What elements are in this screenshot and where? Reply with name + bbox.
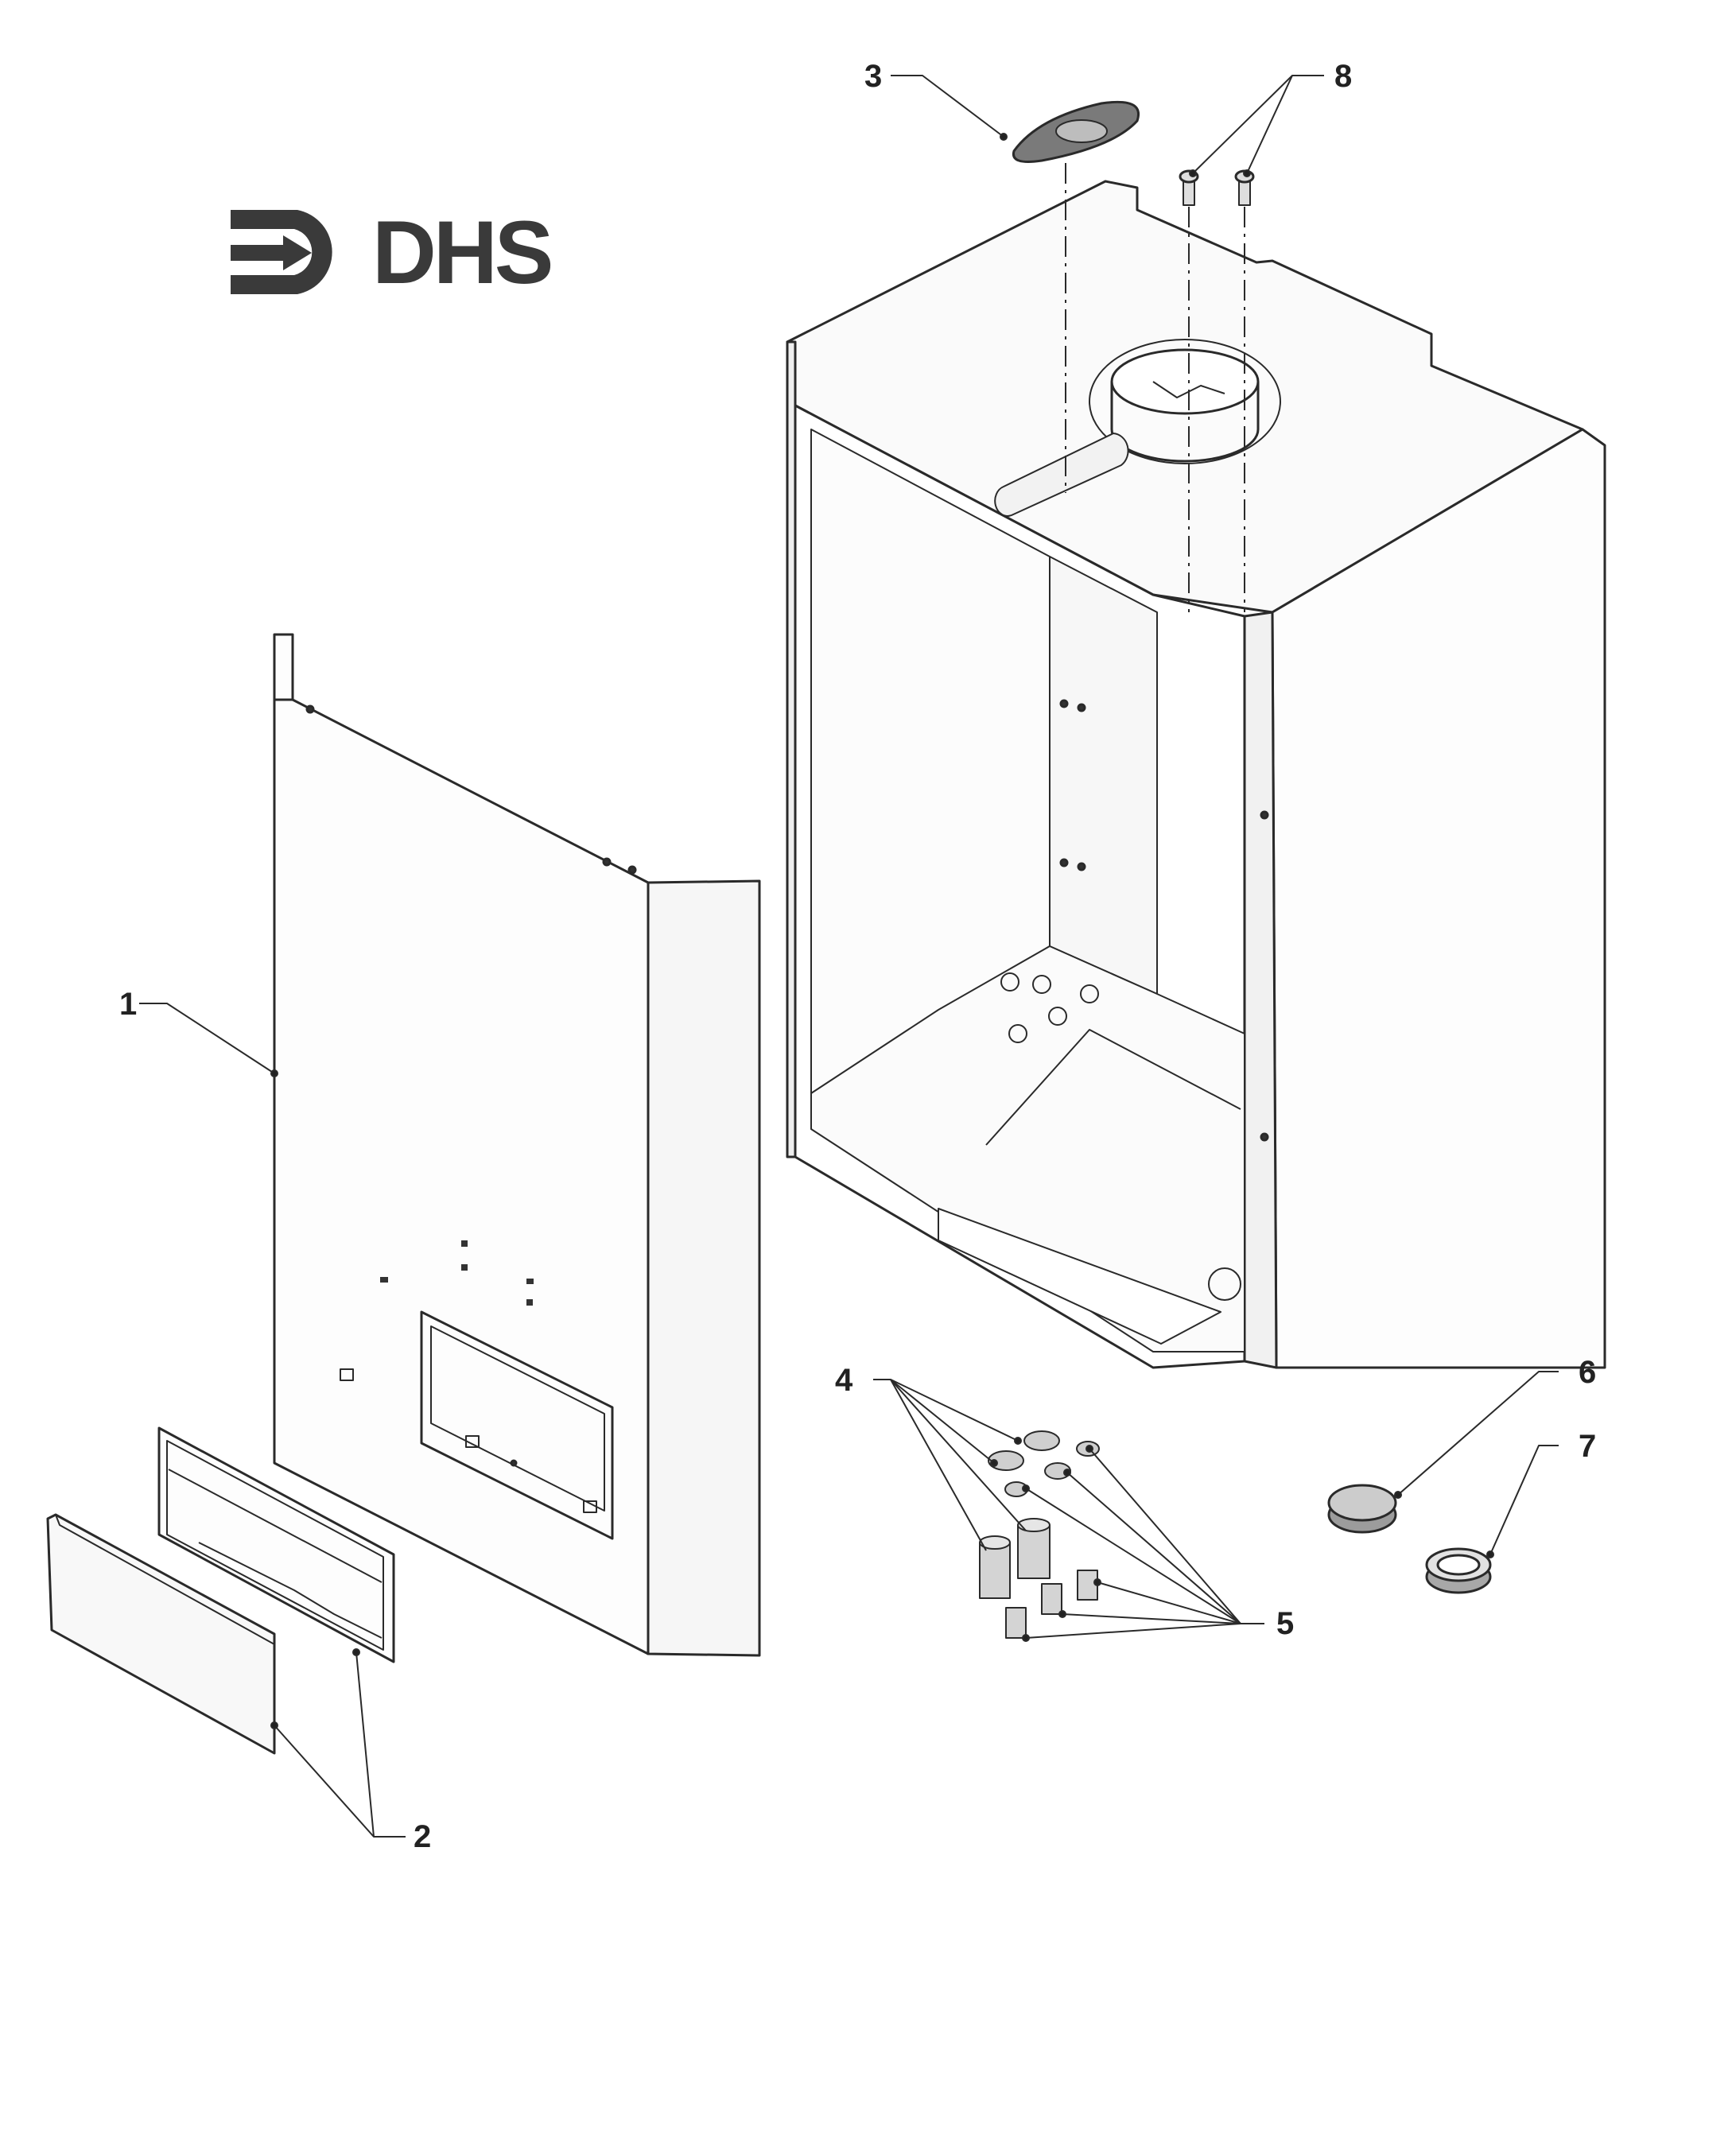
flue-caps	[1327, 1484, 1492, 1594]
callout-1: 1	[119, 987, 138, 1022]
callout-8: 8	[1334, 59, 1353, 94]
boiler-casing	[786, 180, 1606, 1369]
logo-text: DHS	[372, 203, 553, 302]
top-grommet	[1012, 100, 1140, 163]
fittings	[979, 1430, 1100, 1639]
logo-mark-icon	[231, 210, 332, 294]
leader-lines	[139, 75, 1559, 1838]
callout-7: 7	[1579, 1429, 1597, 1464]
assembly-lines	[1065, 163, 1245, 612]
fascia-door	[46, 1513, 276, 1755]
callout-3: 3	[864, 59, 883, 94]
fascia-frame	[157, 1426, 395, 1663]
callout-2: 2	[414, 1819, 432, 1854]
callout-4: 4	[835, 1363, 853, 1398]
front-panel	[273, 633, 761, 1657]
callout-5: 5	[1276, 1606, 1295, 1641]
callout-6: 6	[1579, 1355, 1597, 1390]
